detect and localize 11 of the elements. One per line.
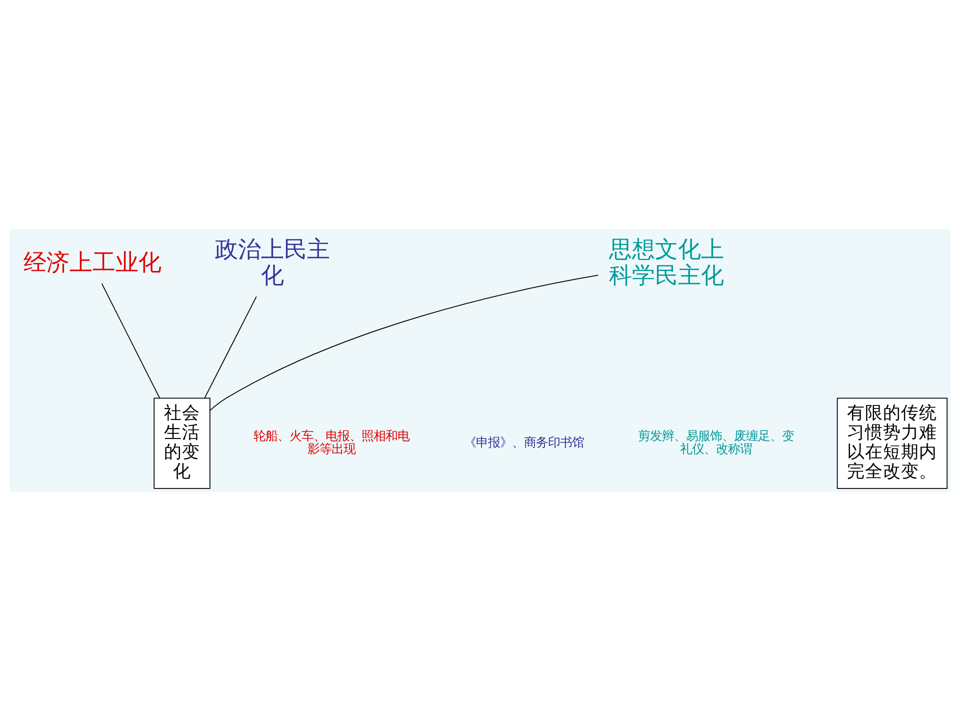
node-box: 社会生活的变化	[154, 397, 210, 488]
node-text: 经济上工业化	[24, 250, 162, 276]
node-text: 思想文化上科学民主化	[608, 236, 724, 288]
label: 剪发辫、易服饰、废缠足、变礼仪、改称谓	[638, 427, 794, 456]
node-text: 政治上民主化	[214, 236, 330, 288]
label: 轮船、火车、电报、照相和电影等出现	[254, 427, 410, 456]
label: 《申报》、商务印书馆	[464, 434, 584, 450]
connector	[101, 282, 160, 398]
node-box: 有限的传统习惯势力难以在短期内完全改变。	[836, 397, 948, 488]
connector	[204, 296, 257, 398]
connector	[210, 274, 599, 410]
